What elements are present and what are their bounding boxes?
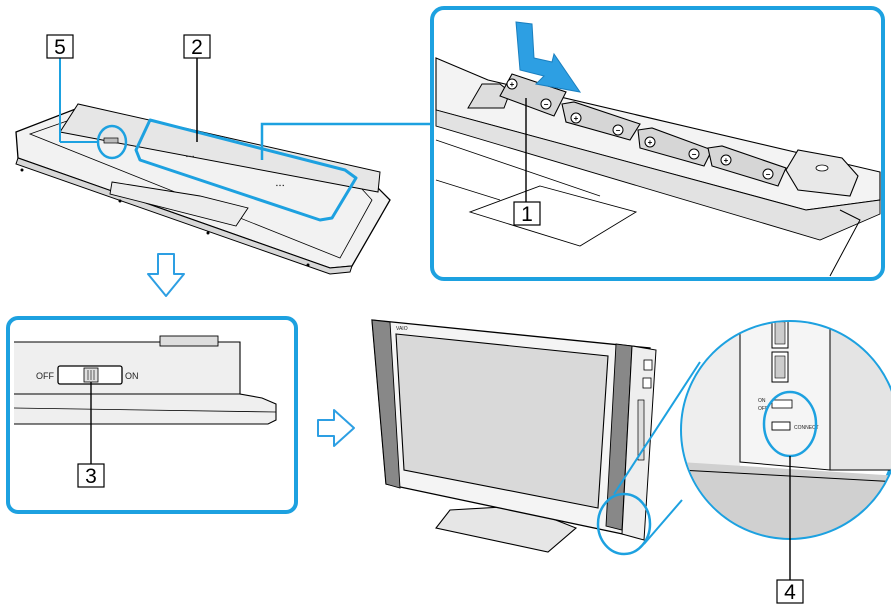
svg-text:3: 3	[85, 465, 97, 488]
monitor-off-label: OFF	[758, 406, 768, 412]
switch-on-label: ON	[125, 371, 139, 381]
svg-text:+: +	[724, 156, 729, 165]
monitor-brand-label: VAIO	[396, 326, 408, 332]
power-switch-panel: OFF ON	[6, 316, 298, 514]
svg-text:−: −	[766, 170, 771, 179]
insert-arrow-icon	[515, 21, 582, 93]
power-switch[interactable]	[57, 365, 123, 385]
callout-1: 1	[513, 201, 541, 226]
connect-button[interactable]	[771, 421, 791, 431]
monitor: VAIO	[371, 319, 701, 556]
svg-text:4: 4	[784, 581, 796, 604]
callout-4: 4	[776, 579, 804, 604]
keyboard-overview: ▪ ▪ ▪ ▪ ▪ ▪	[15, 58, 432, 275]
battery-cover-highlight	[134, 118, 358, 222]
svg-text:−: −	[616, 126, 621, 135]
battery-zoom-panel: + − + − + − + −	[430, 6, 885, 281]
callout-5: 5	[46, 34, 74, 59]
down-arrow-icon	[147, 253, 185, 297]
svg-text:+: +	[648, 138, 653, 147]
svg-text:2: 2	[191, 36, 203, 59]
svg-text:+: +	[510, 80, 515, 89]
svg-text:1: 1	[521, 203, 533, 226]
svg-text:5: 5	[54, 36, 66, 59]
switch-off-label: OFF	[36, 371, 54, 381]
battery-icon: + −	[637, 127, 713, 167]
monitor-zoom-circle: ON OFF CONNECT	[680, 320, 891, 580]
monitor-on-label: ON	[758, 398, 766, 404]
right-arrow-icon	[317, 409, 355, 447]
svg-text:▪ ▪ ▪: ▪ ▪ ▪	[186, 154, 194, 160]
battery-icon: + −	[561, 101, 641, 141]
svg-text:−: −	[544, 100, 549, 109]
monitor-port-highlight	[596, 492, 652, 556]
battery-icon: + −	[707, 145, 787, 187]
svg-text:−: −	[692, 150, 697, 159]
battery-icon: + −	[499, 73, 567, 117]
svg-text:▪ ▪ ▪: ▪ ▪ ▪	[276, 183, 284, 189]
callout-3: 3	[77, 463, 105, 488]
connect-label: CONNECT	[794, 425, 819, 431]
svg-text:+: +	[574, 114, 579, 123]
callout-2: 2	[183, 34, 211, 59]
